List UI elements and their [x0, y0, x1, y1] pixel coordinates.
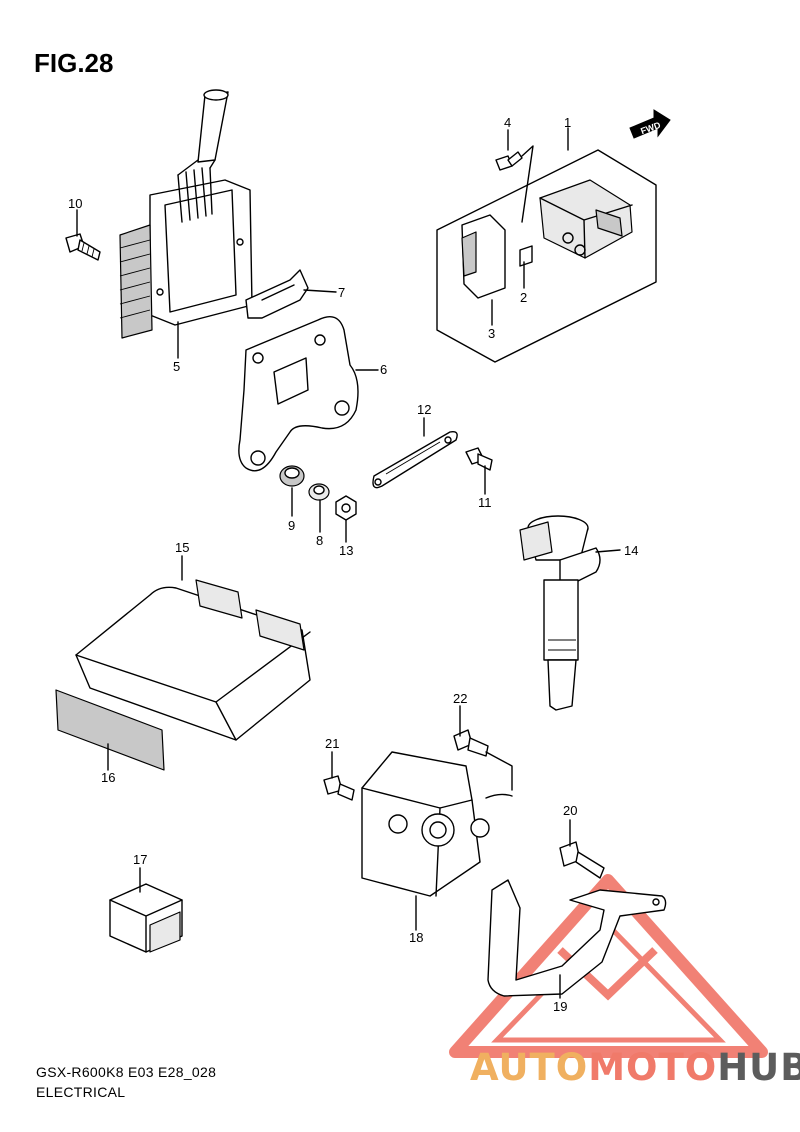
callout-2: 2	[520, 290, 527, 305]
part-7-bracket[interactable]	[245, 269, 309, 319]
watermark-logo-text: AUTOMOTOHUB	[470, 1046, 800, 1089]
part-4-bolt[interactable]	[495, 145, 534, 223]
footer-model-code: GSX-R600K8 E03 E28_028	[36, 1064, 217, 1080]
leader-lines	[76, 127, 621, 999]
callout-labels: 1 2 3 4 5 6 7 8 9 10 11 12 13 14 15 16 1…	[68, 115, 638, 1014]
part-21-bolt[interactable]	[323, 775, 355, 801]
callout-6: 6	[380, 362, 387, 377]
callout-11: 11	[478, 495, 492, 510]
callout-13: 13	[339, 543, 353, 558]
callout-7: 7	[338, 285, 345, 300]
part-9-grommet[interactable]	[279, 465, 305, 487]
callout-12: 12	[417, 402, 431, 417]
watermark-hub: HUB	[717, 1046, 800, 1089]
part-18-position-sensor[interactable]	[361, 751, 513, 897]
part-1-relay-assembly[interactable]	[436, 149, 657, 363]
part-5-regulator-rectifier[interactable]	[119, 89, 253, 339]
watermark-auto: AUTO	[470, 1046, 589, 1089]
callout-15: 15	[175, 540, 189, 555]
part-16-pad[interactable]	[55, 689, 165, 771]
callout-16: 16	[101, 770, 115, 785]
part-11-bolt[interactable]	[465, 447, 493, 471]
footer-section-name: ELECTRICAL	[36, 1084, 126, 1100]
part-19-sensor-bracket[interactable]	[487, 879, 667, 997]
part-13-nut[interactable]	[335, 495, 357, 521]
part-6-mounting-plate[interactable]	[238, 316, 359, 472]
callout-18: 18	[409, 930, 423, 945]
callout-8: 8	[316, 533, 323, 548]
watermark-moto: MOTO	[588, 1046, 718, 1089]
callout-22: 22	[453, 691, 467, 706]
figure-title: FIG.28	[34, 48, 114, 78]
callout-19: 19	[553, 999, 567, 1014]
callout-1: 1	[564, 115, 571, 130]
part-12-strap[interactable]	[372, 430, 458, 489]
forward-direction-arrow: FWD	[629, 109, 671, 139]
callout-21: 21	[325, 736, 339, 751]
part-17-connector[interactable]	[109, 883, 183, 953]
part-15-ecm-unit[interactable]	[75, 579, 311, 741]
callout-5: 5	[173, 359, 180, 374]
part-22-bolt[interactable]	[453, 729, 513, 791]
part-8-collar[interactable]	[308, 483, 330, 501]
part-14-ignition-coil[interactable]	[519, 515, 601, 711]
callout-10: 10	[68, 196, 82, 211]
callout-4: 4	[504, 115, 511, 130]
callout-20: 20	[563, 803, 577, 818]
callout-3: 3	[488, 326, 495, 341]
callout-9: 9	[288, 518, 295, 533]
callout-14: 14	[624, 543, 638, 558]
part-10-bolt[interactable]	[65, 233, 101, 261]
part-20-bolt[interactable]	[559, 841, 605, 879]
callout-17: 17	[133, 852, 147, 867]
